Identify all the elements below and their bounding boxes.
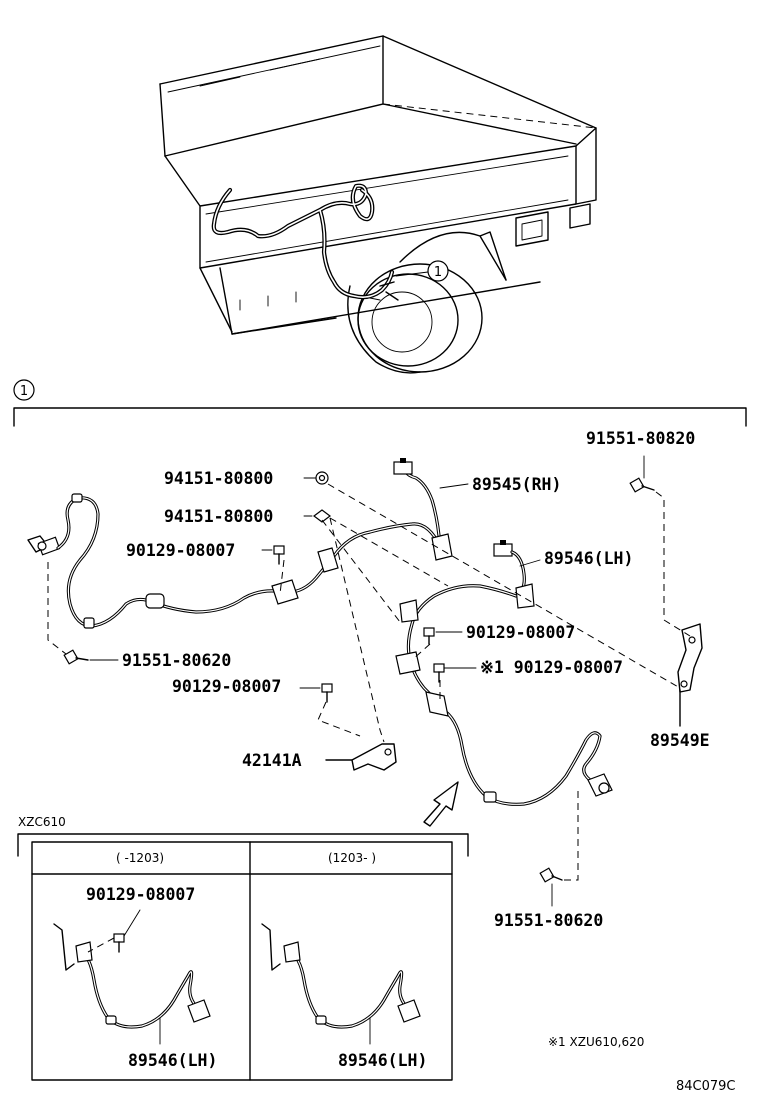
bolt-icon [273,545,285,565]
assembly-lines [47,483,691,881]
part-label-91551-80820: 91551-80820 [586,429,695,448]
bracket-42141a [351,743,397,771]
part-label-90129-08007-a: 90129-08007 [126,541,235,560]
part-label-94151-80800-a: 94151-80800 [164,469,273,488]
bolt-icon [629,477,655,493]
footnote: ※1 XZU610,620 [548,1035,644,1049]
diagram-code: 84C079C [676,1079,736,1094]
part-label-90129-08007-c: 90129-08007 [172,677,281,696]
inset-col1-bolt-label: 90129-08007 [86,885,195,904]
bolt-icon [423,627,435,645]
bolt-icon [321,683,333,703]
bolt-icon [113,933,125,953]
bolt-icon [63,649,89,665]
bolt-icon [433,663,445,683]
section-bracket: 1 [13,379,747,427]
section-callout-number: 1 [20,384,28,399]
part-label-42141a: 42141A [242,751,302,770]
part-label-94151-80800-b: 94151-80800 [164,507,273,526]
fasteners [63,471,655,883]
variant-inset: XZC610 ( -1203) (1203- ) 90129-08007 895… [17,815,469,1081]
part-label-91551-80620-b: 91551-80620 [494,911,603,930]
sensor-89546-lh [395,540,613,806]
inset-model-label: XZC610 [18,815,66,829]
part-label-89546-lh: 89546(LH) [544,549,633,568]
truck-illustration: 1 [159,35,597,374]
bracket-89549e [677,623,703,693]
sensor-89545-rh [27,458,453,629]
inset-col1-header: ( -1203) [116,851,164,865]
direction-arrow-icon [423,781,459,827]
part-label-89549e: 89549E [650,731,710,750]
inset-col2-header: (1203- ) [328,851,376,865]
callout-number: 1 [434,265,442,280]
part-label-89545-rh: 89545(RH) [472,475,561,494]
part-labels: 91551-80820 94151-80800 94151-80800 8954… [122,429,710,930]
bolt-icon [539,867,563,883]
part-label-91551-80620-a: 91551-80620 [122,651,231,670]
inset-col2-part-label: 89546(LH) [338,1051,427,1070]
inset-col1-part-label: 89546(LH) [128,1051,217,1070]
leader-lines [89,455,645,907]
part-label-90129-08007-b: 90129-08007 [466,623,575,642]
part-label-90129-08007-d: ※1 90129-08007 [480,658,623,677]
